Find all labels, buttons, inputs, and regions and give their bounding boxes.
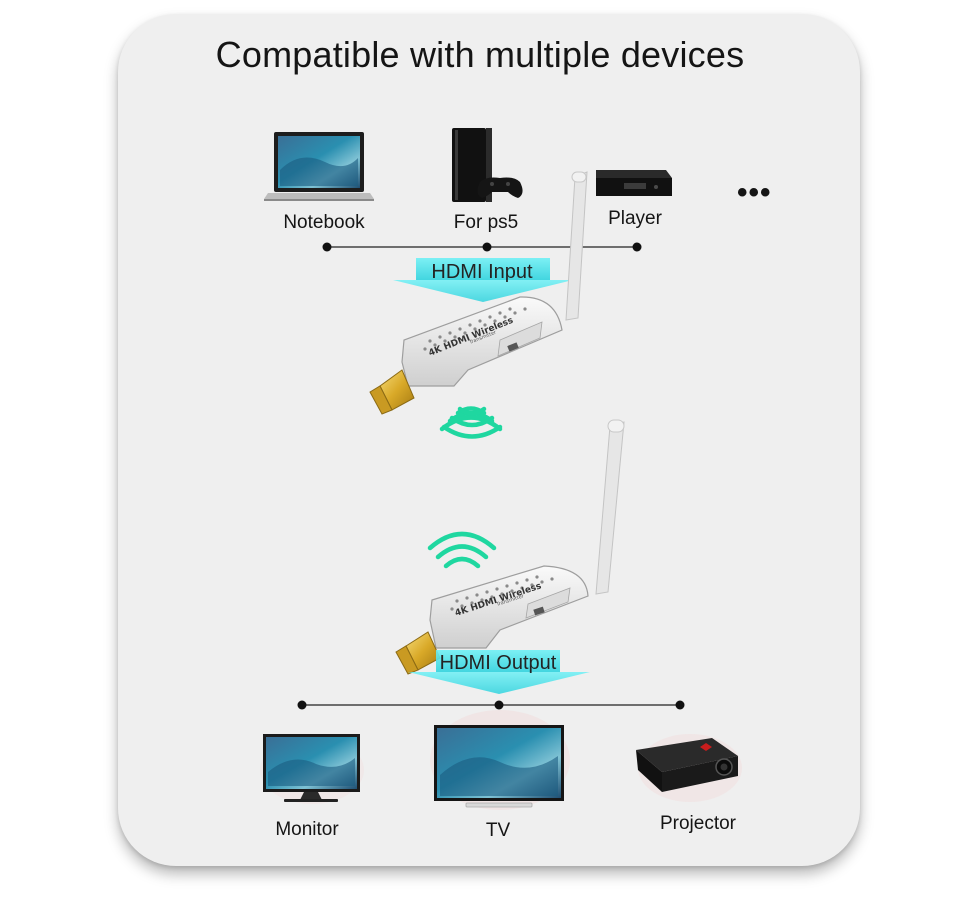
projector-icon	[636, 738, 738, 792]
media-player-icon	[596, 170, 672, 196]
receive-signal-icon	[427, 531, 497, 569]
page-title: Compatible with multiple devices	[215, 34, 745, 75]
device-label-player: Player	[608, 208, 662, 229]
device-label-monitor: Monitor	[275, 819, 339, 840]
hdmi-output-label: HDMI Output	[439, 652, 557, 674]
hdmi-input-label: HDMI Input	[431, 261, 533, 283]
hdmi-input-arrow	[393, 258, 573, 302]
laptop-icon	[264, 132, 374, 201]
hdmi-output-arrow	[408, 650, 590, 694]
transmitter-dongle: 4K HDMI Wireless Transmitter	[369, 171, 588, 415]
device-label-ps5: For ps5	[453, 212, 519, 233]
more-devices-indicator: •••	[737, 176, 772, 209]
receiver-dongle: 4K HDMI Wireless Transmitter	[395, 419, 625, 675]
tv-icon	[434, 725, 564, 808]
device-label-notebook: Notebook	[283, 212, 365, 233]
console-icon	[452, 128, 523, 202]
device-label-tv: TV	[485, 820, 511, 841]
input-connector	[322, 242, 642, 252]
device-label-projector: Projector	[659, 813, 737, 834]
output-connector	[297, 700, 685, 710]
monitor-icon	[263, 734, 360, 802]
